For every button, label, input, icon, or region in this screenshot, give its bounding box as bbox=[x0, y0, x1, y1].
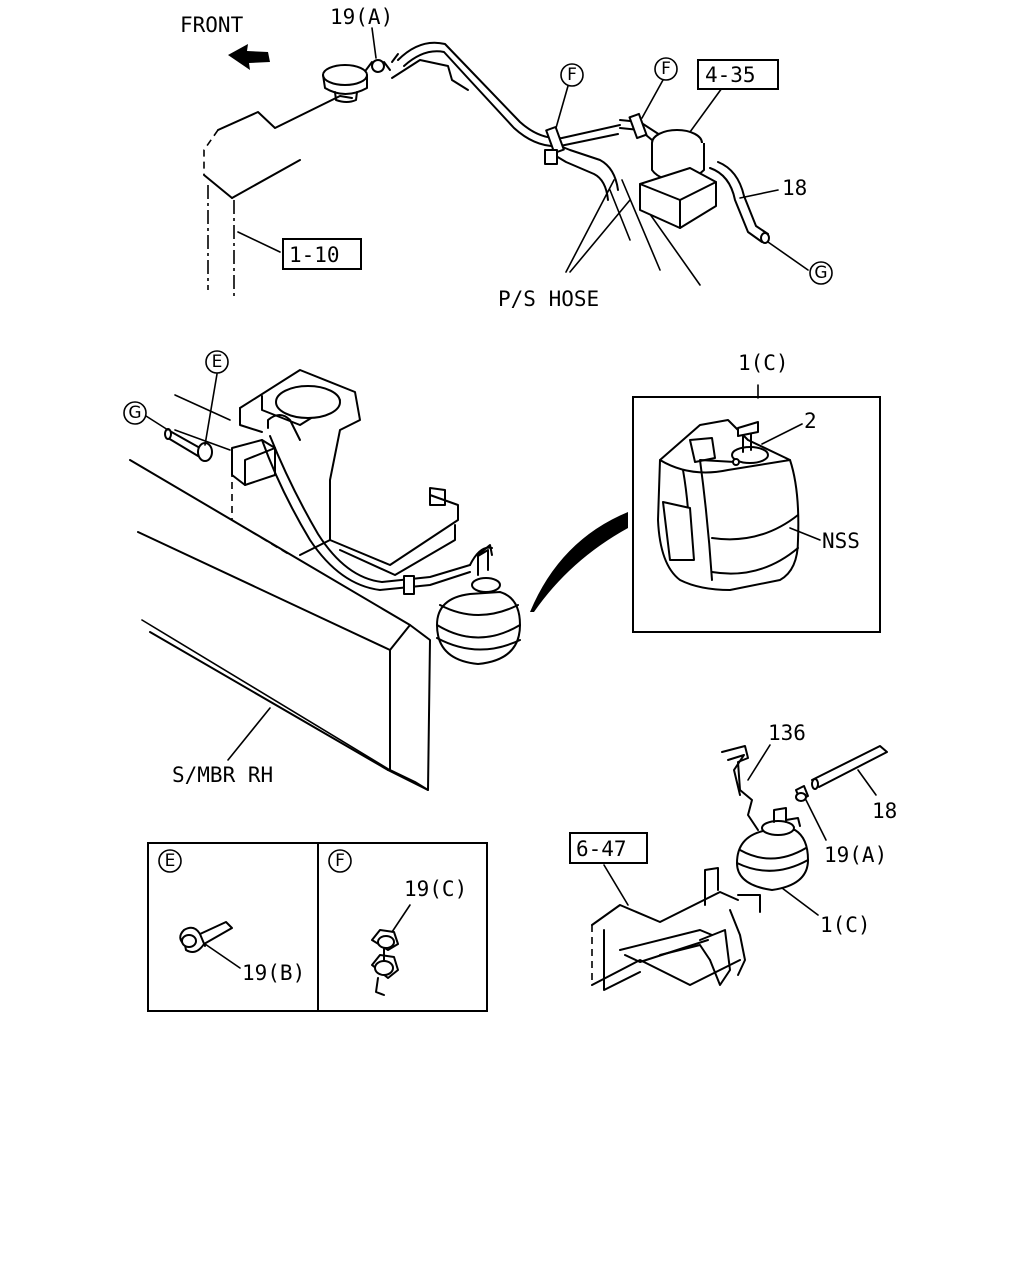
label-136: 136 bbox=[768, 721, 806, 745]
callout-f1 bbox=[560, 63, 584, 87]
callout-g-mid bbox=[123, 401, 147, 425]
label-19b: 19(B) bbox=[242, 961, 305, 985]
bottom-assembly-drawing bbox=[591, 745, 888, 991]
label-f2: F bbox=[661, 59, 671, 79]
front-arrow-icon bbox=[228, 44, 270, 70]
callout-e bbox=[205, 350, 229, 374]
leader-19a-top bbox=[371, 27, 377, 59]
label-nss: NSS bbox=[822, 529, 860, 553]
label-18-top: 18 bbox=[782, 176, 807, 200]
label-e: E bbox=[212, 352, 223, 372]
leader-e bbox=[204, 373, 218, 446]
leader-6-47 bbox=[603, 864, 629, 906]
leader-19b bbox=[204, 943, 241, 969]
label-smbr: S/MBR RH bbox=[172, 763, 273, 787]
ref-box-4-35 bbox=[697, 59, 779, 90]
leader-ps-hose bbox=[565, 179, 631, 273]
label-g-mid: G bbox=[128, 403, 141, 423]
leader-g-top bbox=[767, 241, 809, 271]
leader-18-bottom bbox=[857, 769, 877, 796]
label-19a-top: 19(A) bbox=[330, 5, 393, 29]
label-19a-bottom: 19(A) bbox=[824, 843, 887, 867]
reservoir-top-drawing bbox=[639, 129, 770, 244]
leader-1c-bottom bbox=[781, 887, 819, 916]
leader-nss bbox=[789, 527, 821, 541]
ref-box-1-10 bbox=[282, 238, 362, 270]
label-ps-hose: P/S HOSE bbox=[498, 287, 599, 311]
callout-inset-e bbox=[158, 849, 182, 873]
reservoir-detail-drawing bbox=[657, 419, 800, 591]
leader-2 bbox=[761, 423, 803, 445]
label-19c: 19(C) bbox=[404, 877, 467, 901]
callout-f2 bbox=[654, 57, 678, 81]
label-6-47: 6-47 bbox=[576, 837, 627, 861]
label-1-10: 1-10 bbox=[289, 243, 340, 267]
leader-f1 bbox=[555, 85, 569, 129]
label-1c-bottom: 1(C) bbox=[820, 913, 871, 937]
label-18-bottom: 18 bbox=[872, 799, 897, 823]
overflow-hose-top bbox=[391, 41, 701, 286]
clip-19c-drawing bbox=[371, 929, 399, 996]
ref-box-6-47 bbox=[569, 832, 648, 864]
label-g-top: G bbox=[814, 263, 827, 283]
leader-19c bbox=[391, 904, 411, 933]
callout-g-top bbox=[809, 261, 833, 285]
leader-136 bbox=[747, 744, 771, 781]
leader-smbr bbox=[227, 707, 271, 761]
leader-1-10 bbox=[237, 231, 281, 253]
reservoir-mid-drawing bbox=[436, 544, 521, 665]
label-4-35: 4-35 bbox=[705, 63, 756, 87]
clip-19b-drawing bbox=[179, 921, 233, 953]
label-2: 2 bbox=[804, 409, 817, 433]
leader-f2 bbox=[641, 79, 664, 119]
label-f1: F bbox=[567, 65, 577, 85]
leader-18-top bbox=[739, 189, 779, 199]
radiator-top-drawing bbox=[203, 59, 469, 300]
leader-4-35 bbox=[689, 87, 723, 133]
detail-pointer bbox=[530, 512, 628, 612]
leader-g-mid bbox=[145, 415, 169, 431]
label-1c-detail: 1(C) bbox=[738, 351, 789, 375]
leader-19a-bottom bbox=[805, 799, 827, 841]
front-label: FRONT bbox=[180, 13, 244, 37]
side-member-drawing bbox=[129, 369, 471, 791]
label-inset-f: F bbox=[335, 851, 345, 871]
callout-inset-f bbox=[328, 849, 352, 873]
label-inset-e: E bbox=[165, 851, 176, 871]
